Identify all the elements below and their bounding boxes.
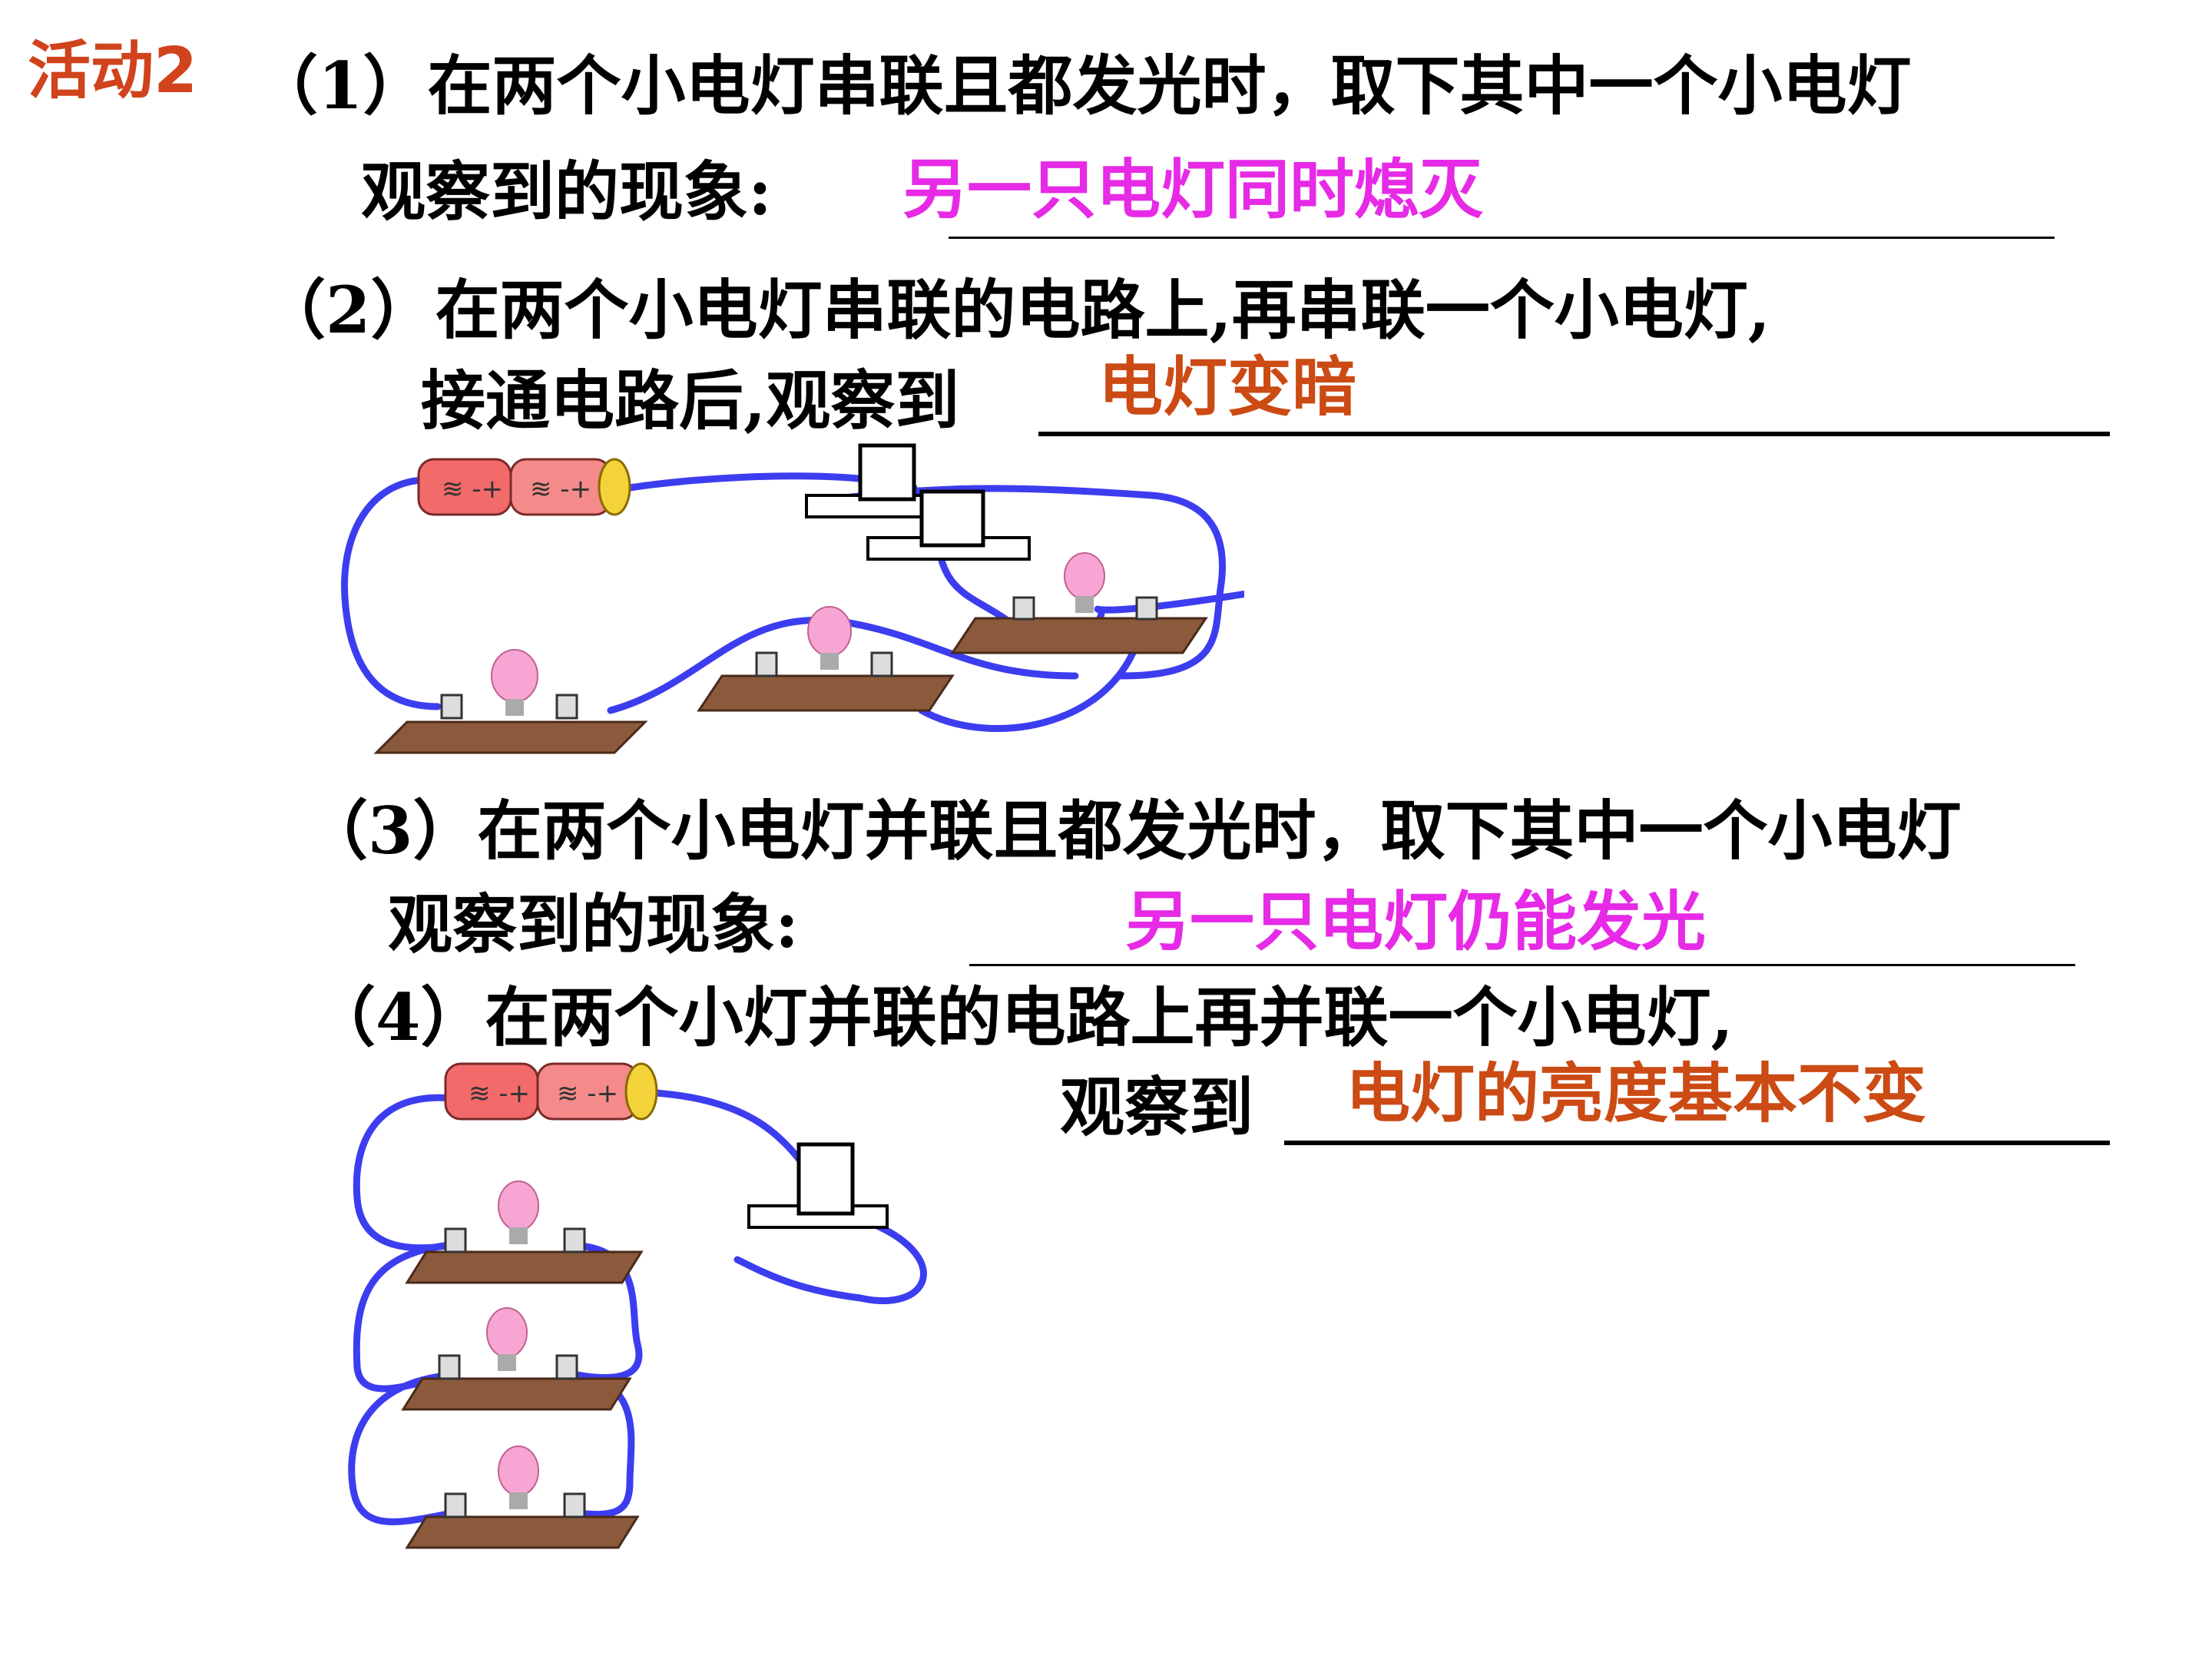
q4-answer-underline xyxy=(1284,1141,2110,1145)
q1-answer: 另一只电灯同时熄灭 xyxy=(902,151,1484,227)
bulb-board-3 xyxy=(950,552,1208,654)
q3-line2: 观察到的现象: xyxy=(388,886,800,962)
bulb-board-2 xyxy=(401,1307,632,1411)
switch-icon xyxy=(805,443,1031,561)
switch-icon xyxy=(747,1142,889,1229)
q3-line1: （3）在两个小电灯并联且都发光时，取下其中一个小电灯 xyxy=(303,793,1962,869)
q2-answer: 电灯变暗 xyxy=(1098,349,1357,425)
q3-answer: 另一只电灯仍能发光 xyxy=(1125,883,1707,959)
battery-icon: ≋ -+ ≋ -+ xyxy=(444,1062,658,1121)
q1-line1: （1）在两个小电灯串联且都发光时，取下其中一个小电灯 xyxy=(253,48,1912,124)
q1-line2: 观察到的现象: xyxy=(361,154,773,230)
bulb-board-3 xyxy=(405,1445,640,1549)
q2-line2: 接通电路后,观察到 xyxy=(421,363,960,439)
activity-title: 活动2 xyxy=(28,35,198,108)
bulb-board-2 xyxy=(697,606,955,712)
parallel-circuit-diagram: ≋ -+ ≋ -+ xyxy=(348,1062,927,1549)
q2-line1: （2）在两个小电灯串联的电路上,再串联一个小电灯, xyxy=(261,272,1770,348)
q2-answer-underline xyxy=(1038,432,2110,436)
bulb-board-1 xyxy=(373,649,648,754)
bulb-board-1 xyxy=(405,1181,644,1284)
q3-answer-underline xyxy=(969,964,2075,966)
q1-answer-underline xyxy=(949,237,2055,239)
svg-text:≋ -+: ≋ -+ xyxy=(530,474,591,505)
q4-line2: 观察到 xyxy=(1060,1069,1254,1145)
svg-text:≋ -+: ≋ -+ xyxy=(469,1078,530,1109)
q4-answer: 电灯的亮度基本不变 xyxy=(1346,1055,1927,1131)
series-circuit-diagram: ≋ -+ ≋ -+ xyxy=(341,443,1244,754)
q4-line1: （4）在两个小灯并联的电路上再并联一个小电灯, xyxy=(311,979,1734,1055)
battery-icon: ≋ -+ ≋ -+ xyxy=(417,458,631,516)
svg-text:≋ -+: ≋ -+ xyxy=(442,474,503,505)
svg-text:≋ -+: ≋ -+ xyxy=(557,1078,618,1109)
